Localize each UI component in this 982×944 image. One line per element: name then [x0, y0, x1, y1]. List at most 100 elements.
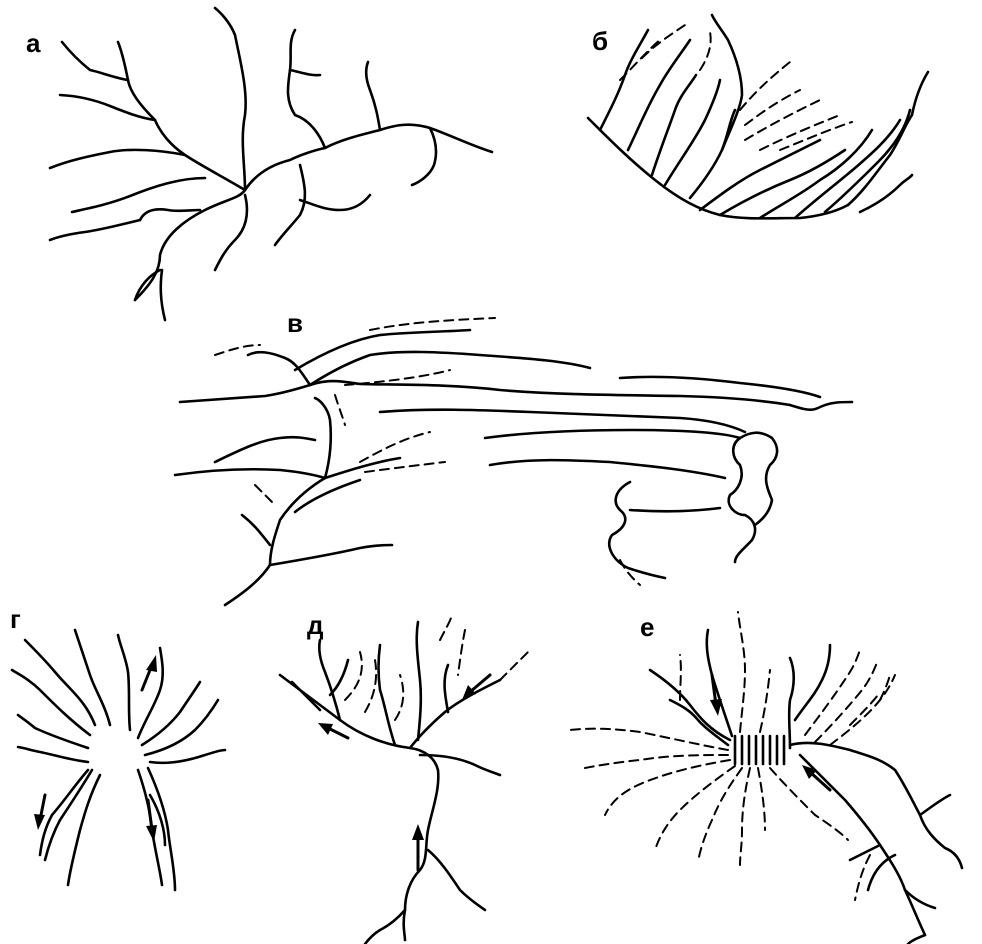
panel-label-a: а [26, 28, 41, 58]
panel-d-river [445, 665, 448, 712]
panel-e-river [908, 935, 925, 944]
panel-v-river [175, 469, 325, 478]
panel-v-river [242, 515, 270, 545]
panel-e-arrow-up-left [802, 765, 830, 790]
panel-a-river [245, 125, 492, 190]
panel-b-stream-dashed [760, 115, 840, 150]
panel-d-stream-dashed [500, 652, 528, 680]
panel-label-d: д [307, 610, 324, 640]
panel-e-hatched-divide [735, 736, 784, 764]
panel-g-river [138, 648, 163, 738]
panel-v-stream-dashed [255, 485, 275, 505]
panel-d-river [428, 850, 485, 910]
panel-v-river [215, 437, 315, 462]
panel-label-b: б [592, 26, 608, 56]
panel-d-stream-dashed [458, 630, 465, 675]
panel-v: в [175, 308, 852, 605]
panel-a-river [62, 42, 128, 80]
panel-v-river [620, 377, 820, 397]
panel-d-river [330, 660, 348, 695]
panel-v-river [485, 430, 740, 438]
panel-label-e: е [640, 612, 654, 642]
panel-a-river [60, 95, 155, 120]
panel-a-river [412, 128, 436, 185]
panel-e-stream-dashed [850, 695, 878, 725]
panel-a-river-main [135, 8, 246, 300]
panel-e-stream-dashed [740, 768, 750, 865]
panel-g-river [118, 635, 130, 730]
panel-e-river [800, 755, 925, 935]
panel-d-river [379, 645, 396, 745]
panel-d-arrow-left [318, 723, 348, 738]
panel-label-g: г [10, 604, 21, 634]
panel-v-river [270, 545, 392, 565]
panel-d-stream-dashed [440, 615, 452, 640]
panel-v-stream-dashed [335, 395, 345, 425]
panel-v-river [315, 398, 331, 478]
panel-g-river [68, 775, 100, 885]
panel-v-river [295, 330, 470, 370]
panel-e-stream-dashed [570, 729, 728, 750]
panel-v-river [740, 433, 777, 525]
panel-d-river [292, 682, 320, 710]
panel-v-river [380, 410, 745, 432]
panel-e-arrow-down [710, 675, 722, 716]
panel-b-stream-dashed [700, 32, 711, 70]
panel-g-river [75, 630, 110, 725]
panel-v-river [295, 480, 360, 512]
panel-a-river [161, 270, 165, 320]
panel-v-stream-dashed [360, 432, 430, 462]
panel-d-river-main [280, 675, 438, 940]
panel-v-river-main [180, 381, 790, 405]
panel-a-river [215, 195, 247, 270]
panel-d-river [365, 910, 405, 944]
panel-b-stream-dashed [740, 62, 790, 110]
panel-v-stream-dashed [620, 560, 640, 585]
panel-b: б [588, 15, 928, 218]
panel-g-river [150, 750, 225, 763]
panel-v-stream-dashed [345, 370, 450, 385]
panel-e-river [790, 743, 962, 868]
panel-g-arrow-up [142, 655, 157, 690]
panel-v-river [248, 352, 310, 385]
panel-e-stream-dashed [585, 755, 728, 768]
panel-a-river [290, 70, 320, 75]
panel-v-river [609, 482, 665, 578]
panel-v-river [310, 352, 590, 385]
panel-a-river [72, 178, 205, 212]
panel-a-river [275, 165, 305, 245]
panel-g-arrow-down-left [34, 795, 45, 830]
panel-d-river [410, 680, 500, 748]
panel-a-river [300, 195, 370, 210]
panel-d-stream-dashed [395, 675, 403, 720]
panel-a-river [366, 62, 380, 130]
panel-e-river [707, 630, 732, 736]
panel-v-river [729, 438, 755, 562]
panel-g: г [10, 604, 225, 890]
panel-e-river [789, 658, 794, 748]
panel-v-river [790, 402, 852, 410]
panel-e-stream-dashed [605, 760, 730, 815]
panel-g-river [18, 747, 88, 762]
panel-label-v: в [287, 308, 303, 338]
panel-e-stream-dashed [758, 768, 765, 830]
panel-d-stream-dashed [365, 660, 376, 712]
panel-b-river-main [588, 118, 848, 218]
panel-d-river [417, 622, 421, 740]
panel-e-stream-dashed [760, 670, 770, 732]
panel-a-river [50, 150, 185, 168]
panel-e-stream-dashed [655, 766, 735, 850]
panel-v-river [225, 565, 270, 605]
panel-b-river [628, 40, 690, 150]
panel-g-river [12, 670, 90, 735]
panel-b-river [712, 15, 742, 150]
panel-d: д [280, 610, 528, 944]
panel-a-river [288, 30, 325, 148]
panel-g-river [18, 715, 88, 748]
panel-e-stream-dashed [830, 675, 895, 745]
panel-v-river [630, 508, 720, 511]
panel-e-river [920, 795, 950, 815]
panel-a: а [26, 8, 492, 320]
panel-v-river [270, 478, 325, 565]
